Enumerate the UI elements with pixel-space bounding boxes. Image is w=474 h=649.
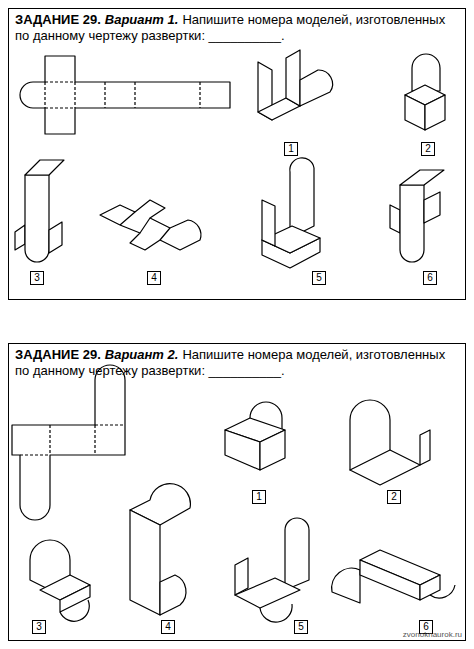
heading-text: Вариант 2. — [105, 347, 179, 362]
callout-number: 2 — [425, 143, 431, 154]
callout-number: 2 — [391, 491, 397, 502]
model-number-box: 5 — [294, 620, 308, 634]
model-drawing — [258, 50, 333, 120]
callout-number: 3 — [36, 621, 42, 632]
task-heading: ЗАДАНИЕ 29.Вариант 2.Напишите номера мод… — [15, 347, 459, 379]
model-drawing — [332, 550, 455, 603]
model-drawing — [15, 160, 64, 262]
callout-number: 6 — [427, 272, 433, 283]
callout-number: 1 — [288, 143, 294, 154]
task-frame: ЗАДАНИЕ 29.Вариант 2.Напишите номера мод… — [8, 343, 466, 641]
model-number-box: 4 — [161, 620, 175, 634]
watermark: zvonoknaurok.ru — [403, 630, 462, 639]
model-number-box: 2 — [387, 490, 401, 504]
heading-text: ЗАДАНИЕ 29. — [15, 347, 101, 362]
model-drawing — [390, 170, 444, 262]
model-number-box: 3 — [30, 271, 44, 285]
model-drawing — [235, 518, 309, 622]
model-number-box: 1 — [284, 142, 298, 156]
model-number-box: 1 — [252, 490, 266, 504]
net-drawing — [20, 56, 230, 134]
model-number-box: 4 — [147, 271, 161, 285]
model-number-box: 2 — [421, 142, 435, 156]
model-drawing — [262, 158, 320, 268]
net-drawing — [12, 365, 125, 520]
model-drawing — [350, 400, 430, 485]
callout-number: 4 — [165, 621, 171, 632]
model-drawing — [100, 200, 201, 250]
model-number-box: 3 — [32, 620, 46, 634]
model-number-box: 5 — [312, 271, 326, 285]
callout-number: 5 — [298, 621, 304, 632]
callout-number: 1 — [256, 491, 262, 502]
heading-text: ЗАДАНИЕ 29. — [15, 12, 101, 27]
model-drawing — [405, 54, 445, 130]
model-drawing — [30, 540, 90, 621]
heading-text: Вариант 1. — [105, 12, 179, 27]
callout-number: 4 — [151, 272, 157, 283]
model-number-box: 6 — [423, 271, 437, 285]
model-drawing — [130, 484, 190, 615]
task-frame: ЗАДАНИЕ 29.Вариант 1.Напишите номера мод… — [8, 8, 466, 300]
callout-number: 3 — [34, 272, 40, 283]
model-drawing — [225, 402, 285, 470]
task-heading: ЗАДАНИЕ 29.Вариант 1.Напишите номера мод… — [15, 12, 459, 44]
callout-number: 5 — [316, 272, 322, 283]
